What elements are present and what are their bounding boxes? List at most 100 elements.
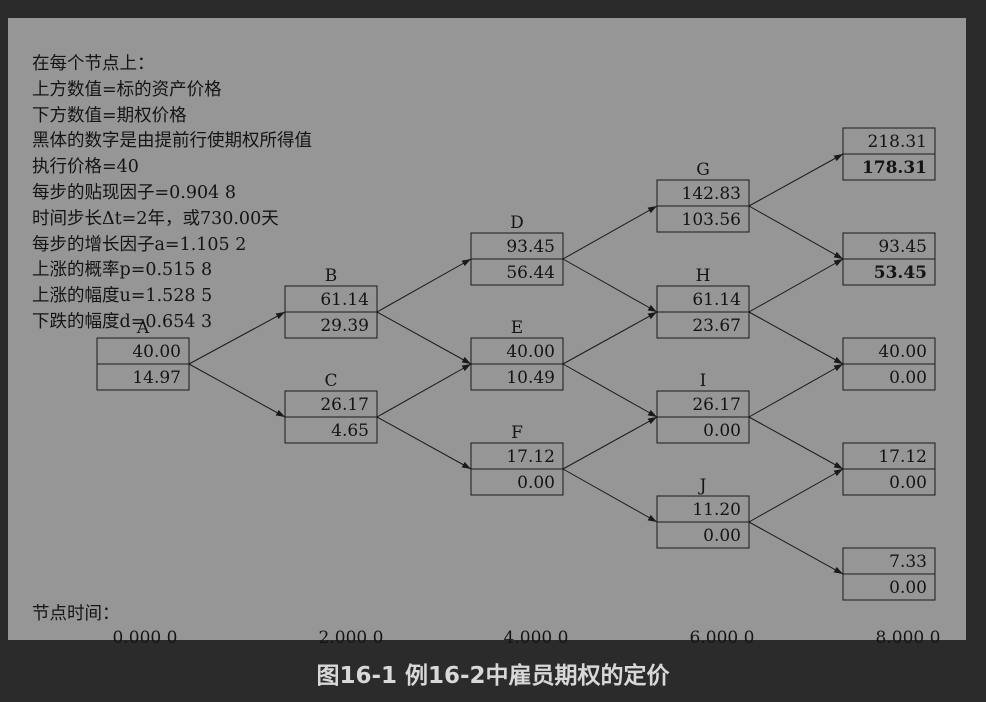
- node-label: B: [325, 266, 338, 286]
- node-label: J: [698, 476, 707, 496]
- tree-edge: [748, 258, 844, 313]
- node-price: 7.33: [889, 552, 927, 572]
- node-price: 26.17: [692, 395, 741, 415]
- node-option-box: [842, 573, 936, 601]
- node-option-box: [842, 258, 936, 286]
- parameter-notes: 在每个节点上： 上方数值=标的资产价格 下方数值=期权价格 黑体的数字是由提前行…: [32, 52, 312, 336]
- tree-node: 17.12 0.00: [842, 442, 936, 496]
- node-label: H: [696, 266, 711, 286]
- node-option-box: [470, 363, 564, 391]
- node-option: 0.00: [703, 526, 741, 546]
- tree-node: 40.00 0.00: [842, 337, 936, 391]
- node-option-box: [96, 363, 190, 391]
- node-label: A: [136, 318, 150, 338]
- node-option-box: [656, 311, 750, 339]
- node-option: 29.39: [320, 316, 369, 336]
- node-option-early-exercise: 53.45: [874, 263, 927, 283]
- node-price: 93.45: [878, 237, 927, 257]
- tree-edge: [562, 258, 658, 313]
- node-price: 40.00: [878, 342, 927, 362]
- tree-edge: [562, 363, 658, 418]
- node-option-box: [656, 205, 750, 233]
- tree-node: 93.45 53.45: [842, 232, 936, 286]
- time-value-2: 4.000 0: [503, 628, 569, 648]
- node-price: 17.12: [506, 447, 555, 467]
- tree-edge: [748, 205, 844, 260]
- info-line: 上涨的概率p=0.515 8: [32, 260, 213, 281]
- tree-node: 7.33 0.00: [842, 547, 936, 601]
- time-value-1: 2.000 0: [318, 628, 384, 648]
- node-label: G: [696, 160, 710, 180]
- node-option-box: [656, 521, 750, 549]
- tree-node: C 26.17 4.65: [284, 371, 378, 444]
- node-option-box: [470, 258, 564, 286]
- node-option: 0.00: [703, 421, 741, 441]
- tree-node: D 93.45 56.44: [470, 213, 564, 286]
- tree-node: I 26.17 0.00: [656, 371, 750, 444]
- node-option: 4.65: [331, 421, 369, 441]
- info-line: 上涨的幅度u=1.528 5: [32, 286, 213, 307]
- tree-edge: [748, 311, 844, 365]
- node-label: I: [700, 371, 707, 391]
- node-option-box: [842, 468, 936, 496]
- node-option-early-exercise: 178.31: [862, 158, 927, 178]
- info-line: 执行价格=40: [32, 157, 139, 178]
- node-option: 103.56: [682, 210, 741, 230]
- info-line: 每步的增长因子a=1.105 2: [32, 234, 247, 255]
- node-option-box: [842, 153, 936, 181]
- node-price: 26.17: [320, 395, 369, 415]
- node-option: 0.00: [517, 473, 555, 493]
- node-price: 17.12: [878, 447, 927, 467]
- node-label: F: [511, 423, 523, 443]
- node-option: 0.00: [889, 473, 927, 493]
- tree-edge: [562, 311, 658, 365]
- node-option: 0.00: [889, 368, 927, 388]
- node-time-label: 节点时间：: [32, 604, 120, 624]
- tree-edge: [376, 416, 472, 470]
- node-option: 10.49: [506, 368, 555, 388]
- figure-caption: 图16-1 例16-2中雇员期权的定价: [316, 663, 670, 689]
- node-option-box: [284, 311, 378, 339]
- node-option-box: [284, 416, 378, 444]
- tree-node: G 142.83 103.56: [656, 160, 750, 233]
- node-price: 218.31: [868, 132, 927, 152]
- node-option: 0.00: [889, 578, 927, 598]
- tree-node: F 17.12 0.00: [470, 423, 564, 496]
- info-line: 每步的贴现因子=0.904 8: [32, 182, 236, 203]
- node-price: 61.14: [692, 290, 741, 310]
- node-option: 23.67: [692, 316, 741, 336]
- binomial-tree: A40.0014.97B61.1429.39C26.174.65D93.4556…: [96, 127, 936, 601]
- node-label: E: [511, 318, 523, 338]
- time-value-4: 8.000 0: [875, 628, 941, 648]
- info-line: 时间步长Δt=2年，或730.00天: [32, 208, 279, 229]
- info-line: 下跌的幅度d=0.654 3: [32, 311, 213, 332]
- time-value-3: 6.000 0: [689, 628, 755, 648]
- info-line: 上方数值=标的资产价格: [32, 79, 222, 100]
- node-label: D: [510, 213, 524, 233]
- tree-node: E 40.00 10.49: [470, 318, 564, 391]
- node-price: 93.45: [506, 237, 555, 257]
- tree-edge: [376, 363, 472, 418]
- node-option-box: [656, 416, 750, 444]
- node-price: 40.00: [506, 342, 555, 362]
- node-option-box: [470, 468, 564, 496]
- tree-node: J 11.20 0.00: [656, 476, 750, 549]
- node-label: C: [324, 371, 337, 391]
- tree-edge: [748, 416, 844, 470]
- tree-node: H 61.14 23.67: [656, 266, 750, 339]
- tree-edge: [376, 258, 472, 313]
- tree-edge: [188, 363, 286, 418]
- tree-edge: [188, 311, 286, 365]
- tree-edge: [748, 521, 844, 575]
- node-price: 40.00: [132, 342, 181, 362]
- tree-edge: [562, 416, 658, 470]
- tree-node: 218.31 178.31: [842, 127, 936, 181]
- time-value-0: 0.000 0: [112, 628, 178, 648]
- node-price: 11.20: [692, 500, 741, 520]
- node-option: 56.44: [506, 263, 555, 283]
- tree-edge: [748, 468, 844, 523]
- node-price: 142.83: [682, 184, 741, 204]
